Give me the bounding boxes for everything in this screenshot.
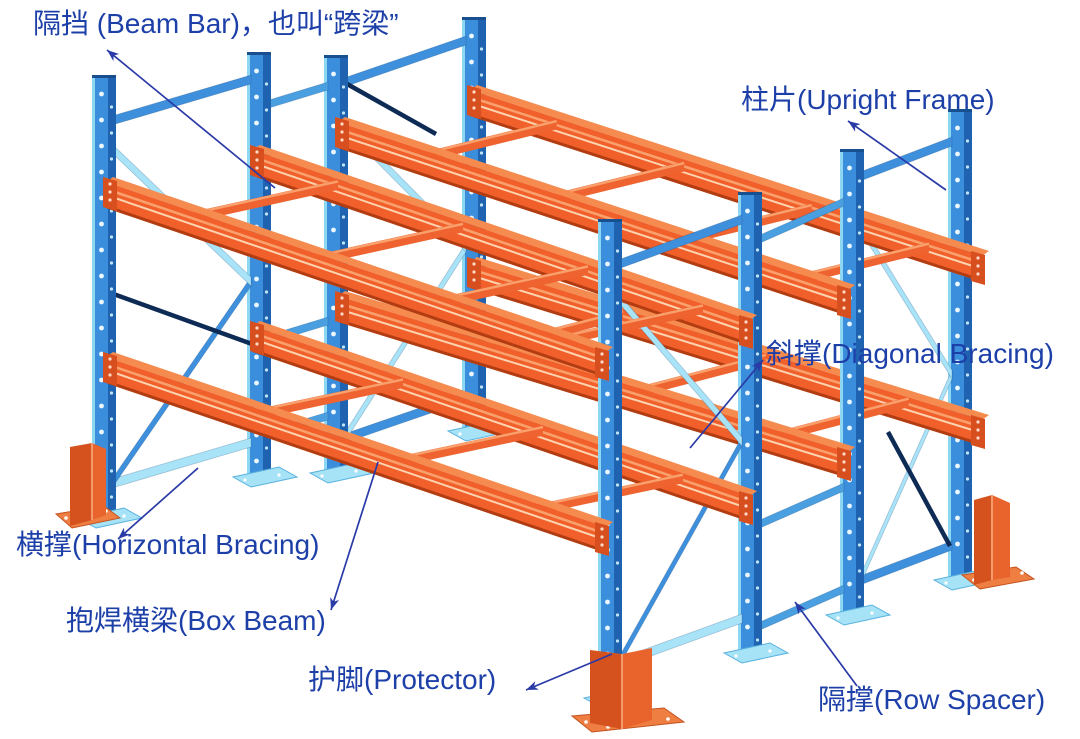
foot-protector — [960, 495, 1036, 590]
beam-bracket — [335, 117, 349, 151]
upright-post-front — [598, 219, 622, 695]
arrow-protector — [525, 653, 613, 691]
label-row-spacer: 隔撑(Row Spacer) — [818, 684, 1046, 715]
label-protector: 护脚(Protector) — [308, 664, 497, 695]
frame-bracing — [107, 74, 253, 490]
beam-bracket — [103, 352, 117, 386]
foot-protector — [570, 648, 686, 733]
rear-brace-shadow — [338, 78, 438, 136]
arrow-row-spacer — [794, 601, 858, 687]
rear-brace-shadow — [886, 430, 952, 548]
frame-brace — [111, 437, 252, 489]
arrow-upright-frame — [847, 120, 947, 191]
arrow-box-beam — [330, 461, 379, 611]
label-box-beam: 抱焊横梁(Box Beam) — [66, 605, 326, 636]
beam-bar — [317, 222, 464, 265]
foot-protector — [54, 443, 122, 529]
label-beam-bar: 隔挡 (Beam Bar)，也叫“跨梁” — [33, 8, 399, 39]
label-diagonal-bracing: 斜撑(Diagonal Bracing) — [766, 338, 1054, 369]
frame-brace — [759, 482, 845, 529]
foot-plate — [722, 642, 790, 664]
beam-bracket — [467, 85, 481, 119]
beam-bracket — [335, 291, 349, 325]
row-spacer — [759, 482, 845, 529]
frame-brace — [859, 136, 953, 182]
beam-bracket — [837, 447, 851, 481]
rear-brace-shadow — [107, 289, 253, 347]
beam-bracket — [103, 177, 117, 211]
beam-bar — [557, 304, 704, 346]
beam-bracket — [837, 285, 851, 319]
box-beam — [335, 117, 855, 319]
arrow-beam-bar — [106, 49, 276, 189]
row-spacer — [268, 81, 329, 109]
beam-bracket — [971, 251, 985, 285]
foot-plate — [824, 604, 892, 626]
frame-brace — [759, 584, 845, 631]
front-rack-row — [54, 52, 790, 733]
beam-bar — [426, 119, 557, 162]
frame-brace — [111, 74, 252, 126]
frame-brace — [268, 81, 329, 109]
beam-bracket — [971, 415, 985, 449]
beam-bar — [257, 378, 404, 419]
box-beam — [103, 352, 613, 556]
box-beam — [250, 321, 757, 525]
beam-bracket — [595, 522, 609, 556]
beam-bar — [442, 264, 589, 307]
arrow-diagonal-bracing — [689, 359, 764, 449]
beam-bracket — [739, 315, 753, 349]
row-spacer — [759, 584, 845, 631]
upright-post-rear — [738, 192, 762, 650]
beam-bar — [192, 179, 339, 222]
beam-bracket — [467, 257, 481, 291]
box-beam — [103, 177, 613, 381]
beam-bar — [553, 161, 685, 204]
beam-bracket — [595, 347, 609, 381]
beam-bracket — [250, 321, 264, 355]
arrow-horizontal-bracing — [117, 467, 199, 540]
foot-plate — [231, 466, 299, 488]
upright-post-front — [840, 149, 864, 612]
frame-brace — [343, 35, 467, 88]
label-upright-frame: 柱片(Upright Frame) — [741, 84, 995, 115]
beam-bracket — [739, 491, 753, 525]
beam-bar — [397, 425, 544, 467]
upright-post-rear — [948, 109, 972, 577]
label-horizontal-bracing: 横撑(Horizontal Bracing) — [16, 529, 320, 560]
callout-arrows — [106, 49, 947, 691]
